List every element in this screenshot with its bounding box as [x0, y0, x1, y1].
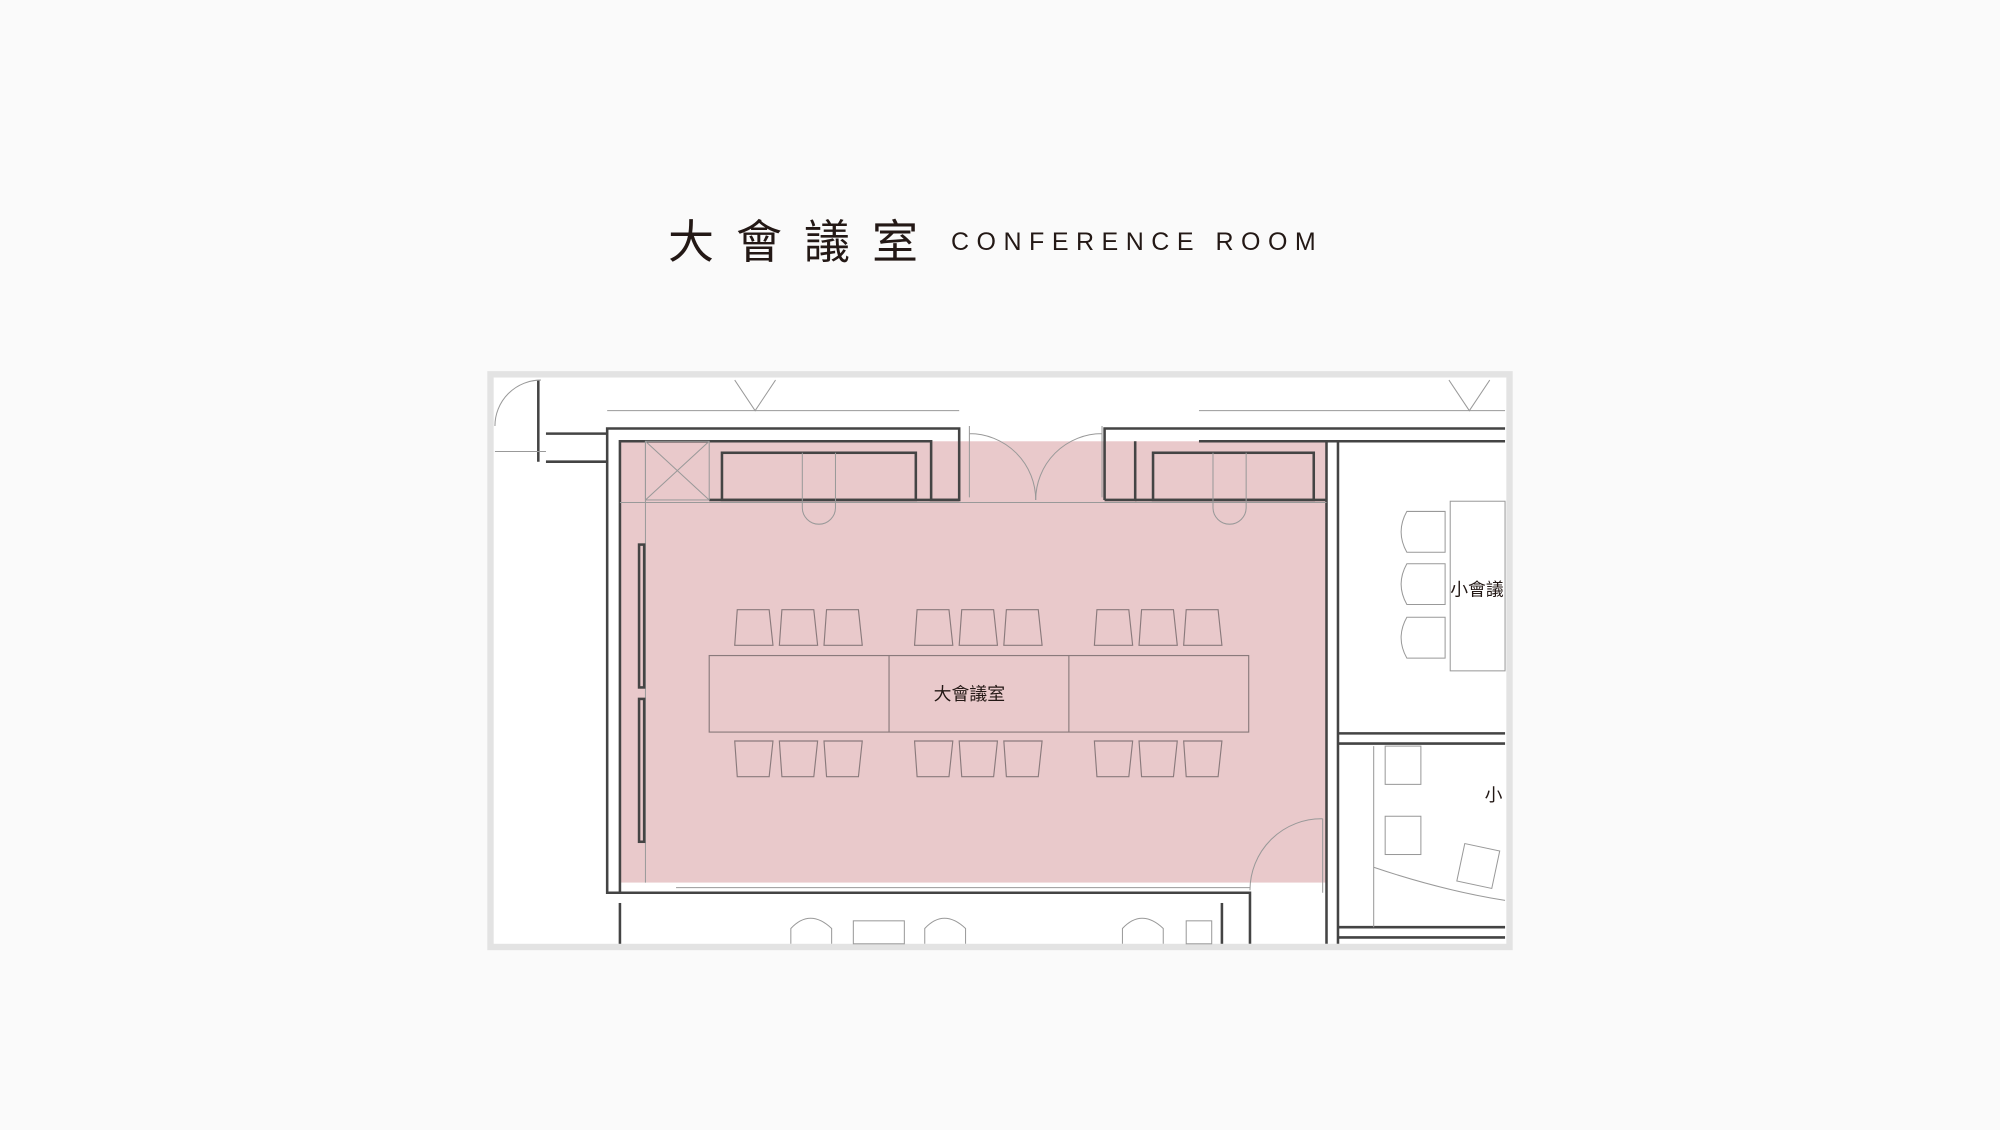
whiteboard	[637, 697, 646, 844]
chair	[734, 740, 774, 778]
chair	[1138, 609, 1178, 646]
cabinets	[644, 440, 1316, 525]
chair	[1003, 740, 1043, 778]
chair	[924, 917, 967, 944]
conference-table	[708, 654, 1250, 733]
chair	[778, 740, 819, 778]
page-title-chinese: 大會議室	[668, 215, 940, 269]
chair	[1384, 815, 1422, 856]
whiteboard	[637, 543, 646, 689]
chairs	[734, 609, 1223, 778]
chair	[913, 609, 954, 646]
lower-room-cabinet	[1185, 920, 1213, 945]
small-room-label-2: 小	[1485, 785, 1503, 806]
chair	[958, 740, 999, 778]
page-title-english: CONFERENCE ROOM	[951, 228, 1324, 256]
main-room-label: 大會議室	[934, 684, 1005, 705]
chair	[1138, 740, 1178, 778]
chair	[1400, 616, 1446, 659]
small-room-label-1: 小會議	[1450, 580, 1504, 601]
chair	[1003, 609, 1043, 646]
chair	[1121, 917, 1164, 944]
chair	[823, 609, 863, 646]
chair	[1093, 740, 1134, 778]
small-room-table	[1449, 500, 1506, 672]
doors	[494, 379, 1324, 893]
lower-room-cabinet	[852, 920, 905, 945]
chair	[1183, 740, 1223, 778]
chair	[823, 740, 863, 778]
chair	[1183, 609, 1223, 646]
chair	[734, 609, 774, 646]
lower-room-chairs	[790, 917, 1164, 944]
chair	[778, 609, 819, 646]
chair	[1456, 842, 1501, 890]
chair	[790, 917, 833, 944]
chair	[1400, 563, 1446, 606]
walls	[494, 379, 1506, 944]
chair	[1400, 510, 1446, 553]
highlighted-conference-room	[619, 441, 1327, 883]
chair	[1093, 609, 1134, 646]
small-room-desk	[1373, 746, 1506, 928]
chair	[1384, 745, 1422, 785]
small-room-chairs	[1384, 510, 1501, 890]
chair	[958, 609, 999, 646]
chair	[913, 740, 954, 778]
